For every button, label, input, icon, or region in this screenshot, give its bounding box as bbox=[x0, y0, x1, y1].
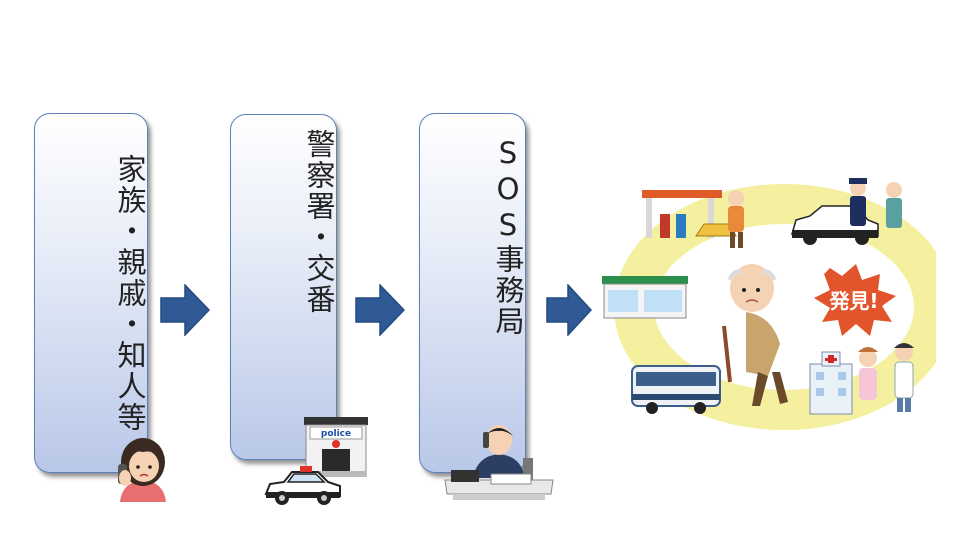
police-sign-text: police bbox=[321, 429, 351, 439]
arrow-right-icon bbox=[546, 284, 592, 336]
step-box-family: 家族・親戚・知人等 bbox=[34, 113, 148, 473]
police-car-icon bbox=[264, 466, 341, 505]
search-scene: 発見! bbox=[602, 178, 936, 430]
step-label-police: 警察署・交番 bbox=[302, 129, 336, 315]
gas-station-icon bbox=[642, 190, 737, 238]
store-icon bbox=[602, 276, 688, 319]
arrow-right-icon bbox=[355, 284, 405, 336]
step-box-police: 警察署・交番 bbox=[230, 114, 337, 460]
step-label-sos-office: SOS事務局 bbox=[491, 136, 525, 337]
nurse-icon bbox=[858, 347, 878, 400]
step-label-family: 家族・親戚・知人等 bbox=[113, 154, 147, 433]
found-badge: 発見! bbox=[814, 264, 896, 336]
person-icon bbox=[728, 190, 744, 248]
office-worker-phone-icon bbox=[444, 425, 554, 500]
worried-woman-phone-icon bbox=[118, 438, 166, 502]
police-box-icon: police bbox=[304, 417, 368, 477]
doctor-icon bbox=[894, 343, 914, 412]
arrow-right-icon bbox=[160, 284, 210, 336]
elderly-man-icon bbox=[722, 264, 788, 406]
found-badge-text: 発見! bbox=[828, 289, 878, 313]
hospital-icon bbox=[809, 351, 853, 415]
police-officer-icon bbox=[791, 178, 902, 245]
step-box-sos-office: SOS事務局 bbox=[419, 113, 526, 473]
bus-icon bbox=[631, 365, 721, 414]
